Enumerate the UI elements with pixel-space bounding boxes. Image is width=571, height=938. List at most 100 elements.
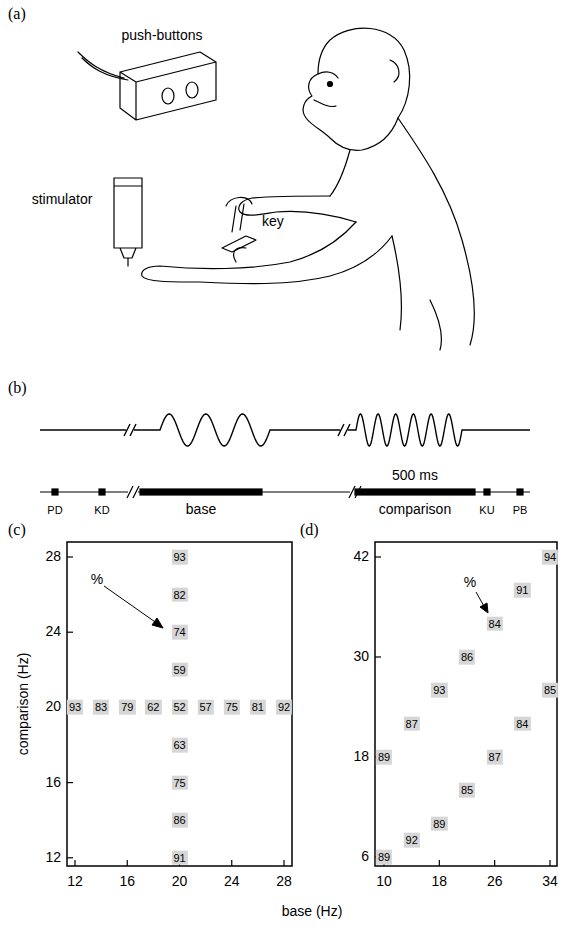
percent-value: 84 <box>489 617 501 629</box>
percent-value: 86 <box>173 814 185 826</box>
percent-value: 89 <box>433 817 445 829</box>
tick <box>375 556 381 557</box>
text-label: PD <box>47 504 62 516</box>
percent-value: 85 <box>461 784 473 796</box>
text-label: % <box>91 572 103 587</box>
text-label: 16 <box>45 775 61 790</box>
score-box: 86 <box>459 650 475 665</box>
score-box: 93 <box>67 700 83 715</box>
percent-value: 92 <box>406 834 418 846</box>
tick <box>549 860 550 866</box>
text-label: 24 <box>224 874 240 889</box>
text-label: key <box>262 214 284 229</box>
percent-value: 81 <box>252 701 264 713</box>
text-label: (a) <box>8 5 26 23</box>
percent-value: 92 <box>278 701 290 713</box>
event-mark <box>99 489 105 495</box>
text-label: % <box>464 575 476 590</box>
monkey-chest <box>330 150 350 196</box>
text-label: push-buttons <box>122 28 203 43</box>
tick-marks <box>67 557 550 866</box>
tick <box>67 632 73 633</box>
percent-value: 84 <box>516 717 528 729</box>
monkey-eye <box>328 82 333 87</box>
score-box: 85 <box>459 783 475 798</box>
score-box: 75 <box>171 775 187 790</box>
pointer-arrow <box>104 586 488 628</box>
monkey-leg <box>392 236 442 350</box>
text-label: 20 <box>172 874 188 889</box>
tick <box>67 556 73 557</box>
text-label: 24 <box>45 624 61 639</box>
text-label: 26 <box>487 874 503 889</box>
score-box: 62 <box>145 700 161 715</box>
text-label: (d) <box>300 521 319 539</box>
monkey-ear <box>390 60 399 82</box>
percent-value: 57 <box>200 701 212 713</box>
comparison-bar <box>355 489 475 495</box>
score-box: 92 <box>276 700 292 715</box>
percent-value: 75 <box>226 701 238 713</box>
score-box: 74 <box>171 625 187 640</box>
monkey-hand <box>234 248 246 262</box>
percent-value: 87 <box>489 751 501 763</box>
score-box: 79 <box>119 700 135 715</box>
percent-value: 94 <box>544 551 556 563</box>
cable <box>78 52 128 80</box>
text-label: KU <box>479 504 494 516</box>
tick <box>375 656 381 657</box>
comparison-sine <box>348 414 530 446</box>
tick <box>127 860 128 866</box>
baseline <box>40 429 126 430</box>
event-mark <box>52 489 58 495</box>
text-label: base <box>186 502 216 517</box>
percent-value: 82 <box>173 588 185 600</box>
text-label: 28 <box>45 549 61 564</box>
score-box: 87 <box>487 750 503 765</box>
percent-value: 83 <box>95 701 107 713</box>
percent-value: 63 <box>173 739 185 751</box>
text-label: PB <box>513 504 528 516</box>
score-box: 63 <box>171 738 187 753</box>
percent-value: 85 <box>544 684 556 696</box>
score-box: 59 <box>171 662 187 677</box>
tick <box>74 860 75 866</box>
text-label: 500 ms <box>392 468 438 483</box>
event-mark <box>517 489 523 495</box>
percent-value: 89 <box>378 751 390 763</box>
percent-value: 93 <box>173 551 185 563</box>
percent-value: 91 <box>516 584 528 596</box>
button-box <box>120 52 216 120</box>
score-box: 57 <box>198 700 214 715</box>
text-label: 10 <box>376 874 392 889</box>
percent-value: 93 <box>69 701 81 713</box>
text-label: (c) <box>8 521 26 539</box>
text-label: KD <box>94 504 109 516</box>
arrow-head <box>480 603 488 613</box>
percent-value: 89 <box>378 851 390 863</box>
percent-value: 74 <box>173 626 185 638</box>
score-box: 92 <box>404 833 420 848</box>
base-sine <box>134 414 340 446</box>
score-box: 87 <box>404 716 420 731</box>
percent-value: 86 <box>461 651 473 663</box>
stimulus-trace <box>40 414 530 446</box>
monkey-arm <box>142 222 392 284</box>
monkey-head <box>303 28 410 150</box>
text-label: 28 <box>276 874 292 889</box>
tick <box>494 860 495 866</box>
push-button <box>162 88 174 104</box>
score-box: 89 <box>376 850 392 865</box>
text-label: 42 <box>353 549 369 564</box>
tick <box>231 860 232 866</box>
axes-box <box>375 542 557 866</box>
percent-value: 59 <box>173 663 185 675</box>
percent-value: 93 <box>433 684 445 696</box>
arrow-head <box>152 618 163 628</box>
tick <box>67 857 73 858</box>
percent-value: 91 <box>173 851 185 863</box>
text-label: comparison <box>379 502 451 517</box>
stimulator-device <box>114 178 142 266</box>
score-box: 81 <box>250 700 266 715</box>
score-box: 91 <box>514 583 530 598</box>
